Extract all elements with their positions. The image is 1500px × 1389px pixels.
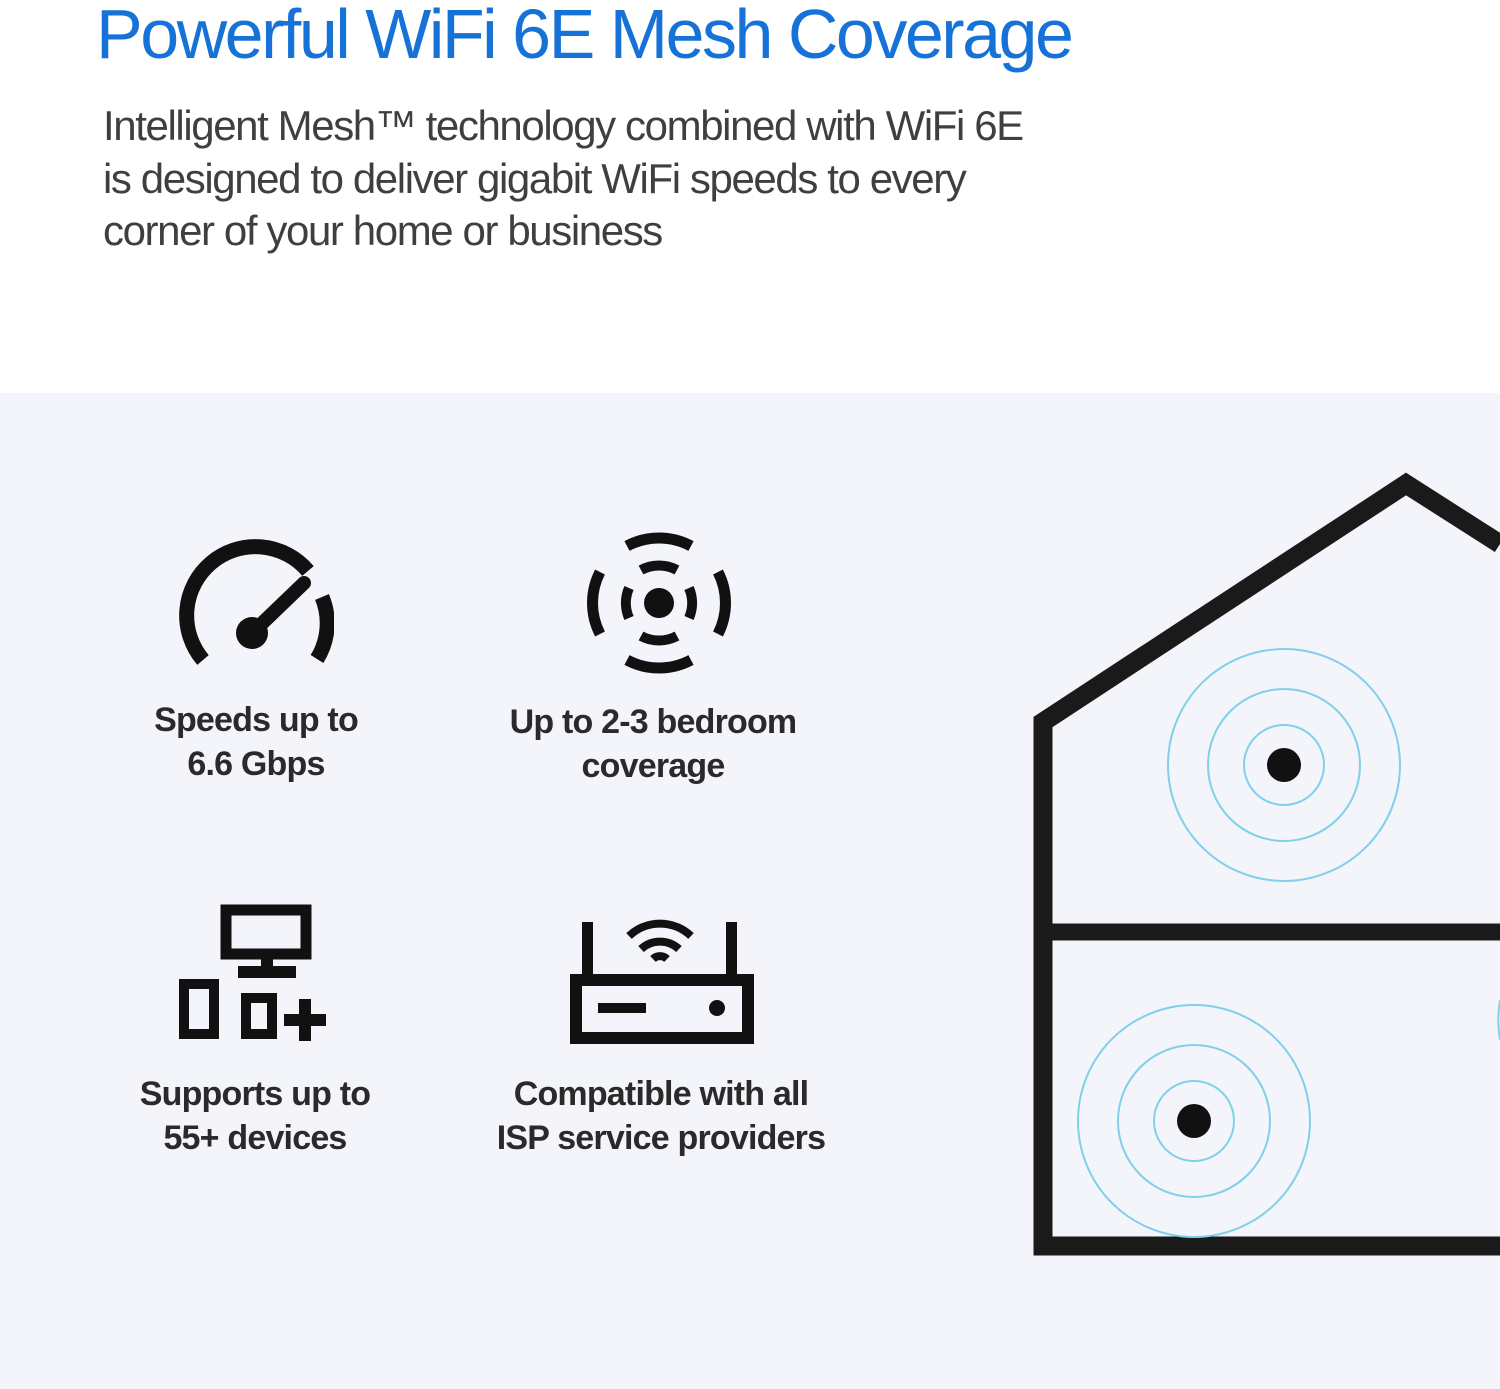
feature-coverage-line-2: coverage <box>581 747 726 785</box>
feature-speed-line-2: 6.6 Gbps <box>187 745 325 783</box>
mesh-node-upper <box>1167 648 1401 882</box>
subtitle-line-2: is designed to deliver gigabit WiFi spee… <box>103 154 967 202</box>
subtitle: Intelligent Mesh™ technology combined wi… <box>103 100 1103 258</box>
page-title: Powerful WiFi 6E Mesh Coverage <box>96 0 1074 73</box>
feature-devices-label: Supports up to 55+ devices <box>105 1072 405 1160</box>
feature-coverage-label: Up to 2-3 bedroom coverage <box>478 700 828 788</box>
feature-speed-line-1: Speeds up to <box>154 701 359 739</box>
mesh-node-lower <box>1077 1004 1311 1238</box>
feature-isp-line-2: ISP service providers <box>496 1119 826 1157</box>
speedometer-icon <box>174 535 334 675</box>
house-coverage-illustration <box>1000 440 1500 1275</box>
feature-coverage-line-1: Up to 2-3 bedroom <box>509 703 798 741</box>
subtitle-line-3: corner of your home or business <box>103 207 663 254</box>
feature-isp-line-1: Compatible with all <box>513 1075 809 1113</box>
devices-icon <box>176 902 331 1042</box>
subtitle-line-1: Intelligent Mesh™ technology combined wi… <box>103 102 1024 149</box>
feature-isp-label: Compatible with all ISP service provider… <box>461 1072 861 1160</box>
feature-speed-label: Speeds up to 6.6 Gbps <box>106 698 406 786</box>
wireless-signal-icon <box>584 532 734 677</box>
hero-header: Powerful WiFi 6E Mesh Coverage Intellige… <box>0 0 1500 393</box>
feature-devices-line-2: 55+ devices <box>163 1119 347 1157</box>
router-icon <box>566 912 756 1044</box>
feature-devices-line-1: Supports up to <box>139 1075 371 1113</box>
